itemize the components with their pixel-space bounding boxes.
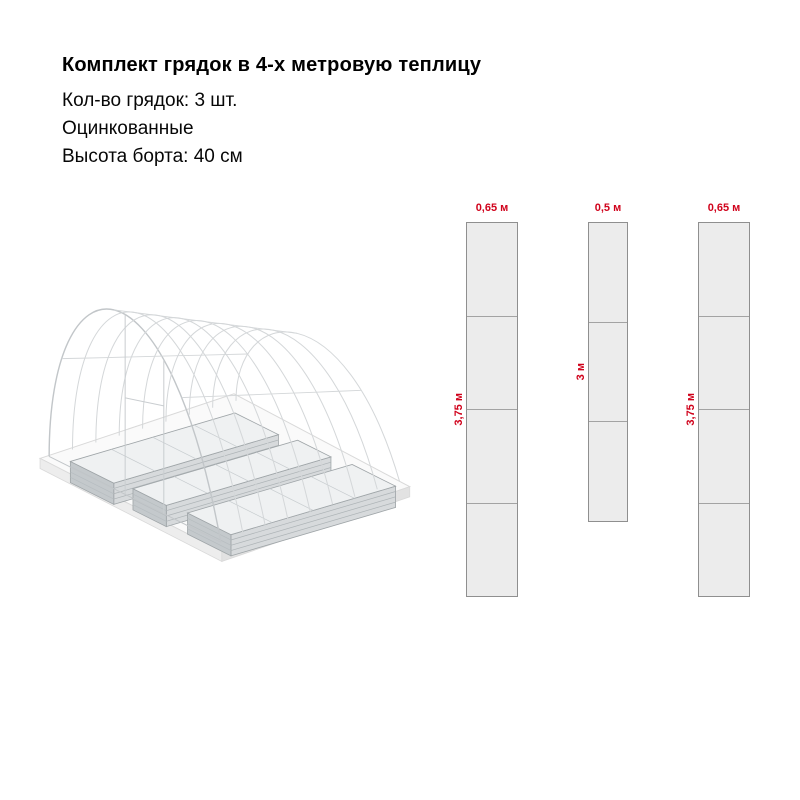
bed-diagram-middle: 0,5 м 3 м	[574, 202, 628, 522]
bed-height-label: 3,75 м	[685, 393, 697, 426]
bed-segment	[699, 409, 749, 503]
bed-bar	[466, 222, 518, 597]
beds-dimension-diagram: 0,65 м 3,75 м 0,5 м 3 м 0,65 м 3,75 м	[452, 202, 750, 597]
product-title: Комплект грядок в 4-х метровую теплицу	[62, 54, 482, 76]
bed-segment	[589, 223, 627, 322]
bed-width-label: 0,65 м	[707, 202, 741, 214]
spec-line-material: Оцинкованные	[62, 118, 194, 139]
bed-diagram-right: 0,65 м 3,75 м	[684, 202, 750, 597]
bed-width-label: 0,5 м	[594, 202, 622, 214]
bed-row: 3,75 м	[452, 222, 518, 597]
product-header: Комплект грядок в 4-х метровую теплицу К…	[62, 54, 481, 171]
bed-height-label-col: 3,75 м	[684, 222, 698, 597]
bed-segment	[589, 321, 627, 422]
bed-height-label-col: 3,75 м	[452, 222, 466, 597]
bed-segment	[589, 421, 627, 521]
bed-segment	[467, 409, 517, 503]
bed-segment	[467, 502, 517, 597]
greenhouse-3d-drawing	[38, 308, 411, 563]
bed-height-label-col: 3 м	[574, 222, 588, 522]
bed-height-label: 3 м	[575, 363, 587, 381]
bed-segment	[467, 315, 517, 410]
bed-width-label: 0,65 м	[475, 202, 509, 214]
bed-diagram-left: 0,65 м 3,75 м	[452, 202, 518, 597]
spec-line-bed-count: Кол-во грядок: 3 шт.	[62, 90, 238, 111]
bed-bar	[588, 222, 628, 522]
bed-segment	[699, 315, 749, 410]
bed-segment	[699, 502, 749, 597]
bed-row: 3,75 м	[684, 222, 750, 597]
spec-line-board-height: Высота борта: 40 см	[62, 146, 243, 167]
bed-segment	[467, 223, 517, 316]
greenhouse-illustration	[34, 244, 438, 588]
bed-height-label: 3,75 м	[453, 393, 465, 426]
bed-row: 3 м	[574, 222, 628, 522]
bed-segment	[699, 223, 749, 316]
bed-bar	[698, 222, 750, 597]
